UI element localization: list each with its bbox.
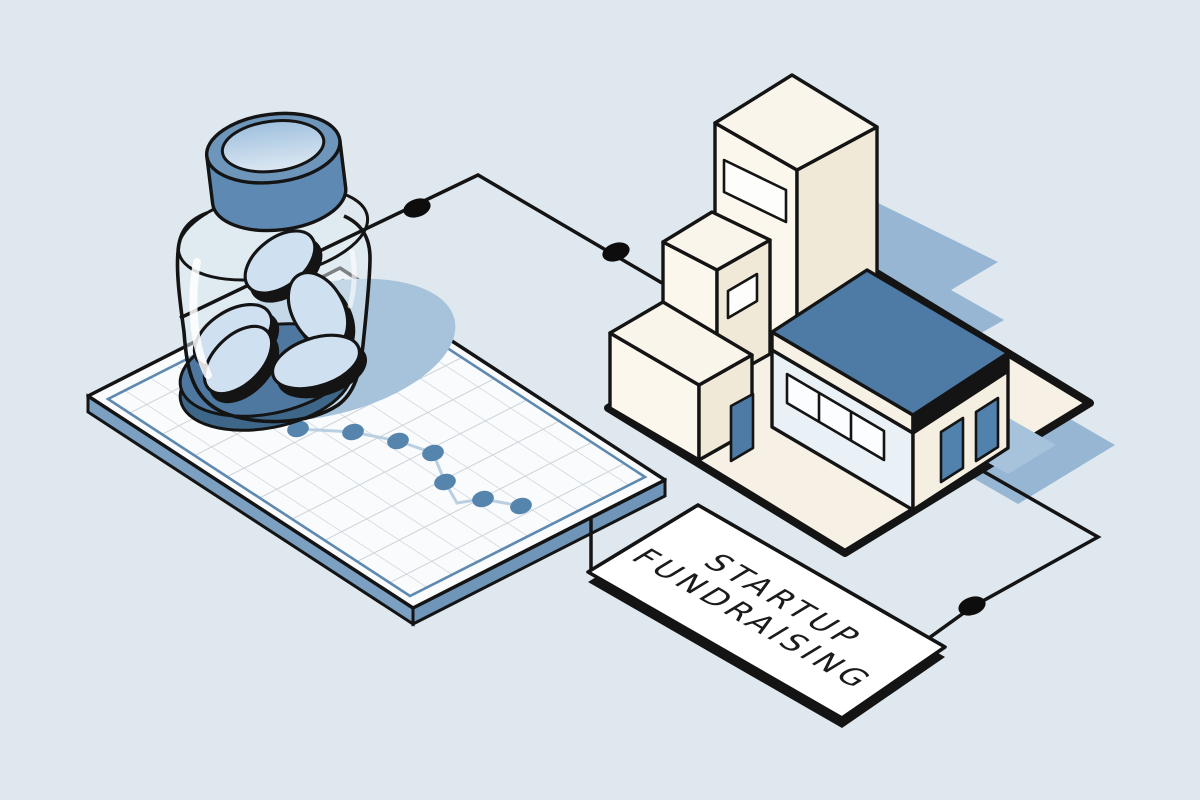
label-plate: STARTUP FUNDRAISING — [586, 503, 947, 728]
blue-roof — [770, 268, 1010, 417]
glass-highlight-small — [347, 249, 357, 309]
jar-lid — [204, 111, 348, 233]
building-door-2 — [974, 396, 1000, 463]
tower-window-band — [722, 158, 788, 224]
cube-window — [726, 272, 759, 320]
jar-glass-outline — [175, 211, 372, 424]
building-door-1 — [939, 416, 965, 484]
connector-line-plate-to-buildings — [927, 468, 1102, 640]
blue-roof-building — [770, 268, 1010, 512]
plate-face — [586, 503, 947, 720]
building-window-band — [785, 372, 886, 462]
trend-chart — [287, 420, 532, 515]
trend-dots — [287, 420, 532, 515]
node-dot-2 — [602, 242, 630, 262]
glass-highlight — [189, 258, 212, 379]
coins — [192, 229, 368, 404]
cube-door — [729, 392, 755, 463]
connector-nodes — [403, 198, 986, 616]
coin-jar — [175, 111, 663, 432]
lower-cube-building — [608, 300, 755, 463]
node-dot-1 — [403, 198, 431, 218]
node-dot-3 — [958, 596, 986, 616]
